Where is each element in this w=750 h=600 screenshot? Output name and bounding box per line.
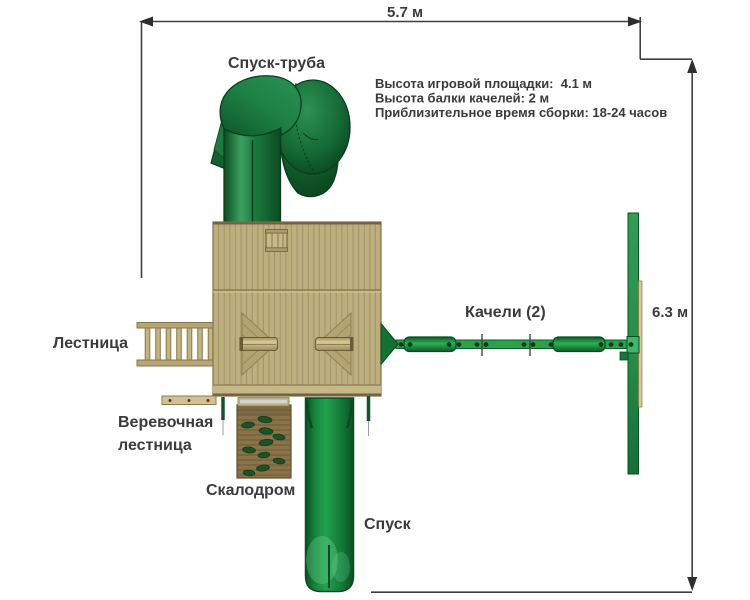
svg-text:5.7 м: 5.7 м	[387, 4, 423, 21]
svg-text:Лестница: Лестница	[53, 335, 128, 352]
svg-text:Спуск-труба: Спуск-труба	[228, 55, 325, 72]
svg-text:Высота игровой площадки: 4.1: Высота игровой площадки: 4.1 м	[375, 76, 592, 91]
svg-text:Скалодром: Скалодром	[206, 482, 295, 499]
svg-text:6.3 м: 6.3 м	[652, 304, 688, 321]
svg-text:Высота балки качелей: 2 м: Высота балки качелей: 2 м	[375, 91, 549, 106]
svg-text:Приблизительное время сборки:: Приблизительное время сборки: 18-24 часо…	[375, 105, 667, 120]
svg-text:Веревочная: Веревочная	[118, 414, 213, 431]
svg-text:Качели (2): Качели (2)	[465, 304, 546, 321]
svg-text:лестница: лестница	[118, 437, 192, 454]
svg-text:Спуск: Спуск	[364, 516, 412, 533]
